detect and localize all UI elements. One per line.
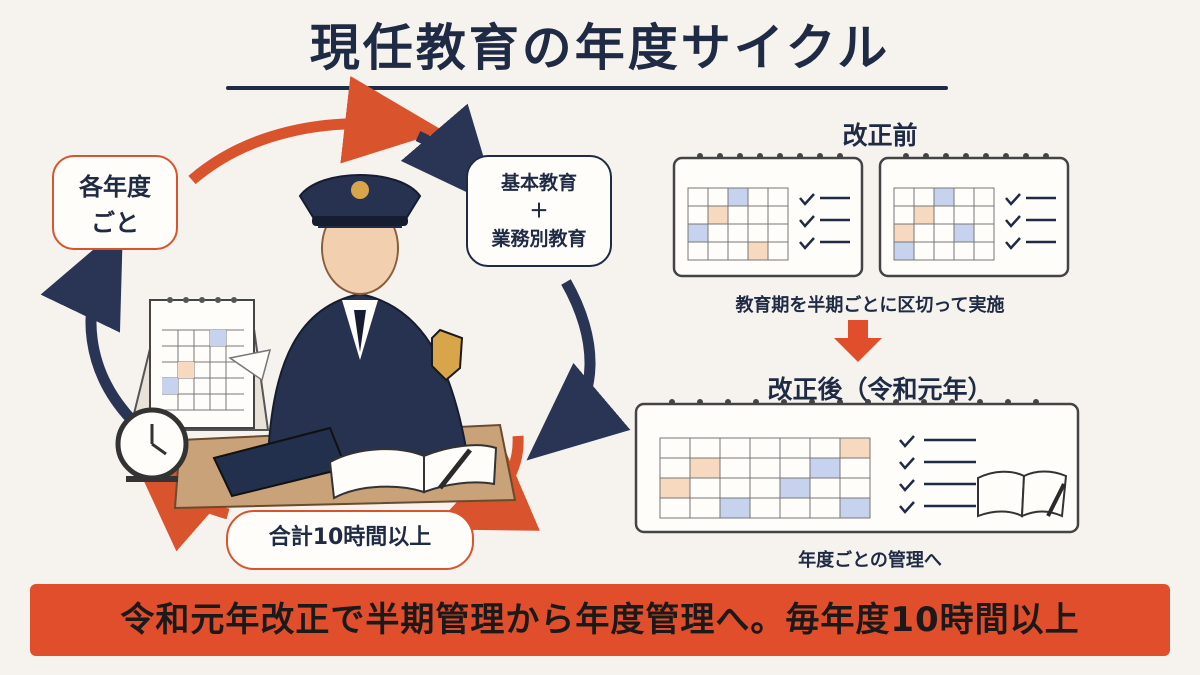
book-open-icon	[328, 444, 498, 500]
bubble-basic-line-2: 業務別教育	[491, 228, 587, 250]
cycle-arrow-left	[40, 224, 135, 422]
down-arrow-icon	[834, 320, 882, 362]
bubble-each-year-line-2: ごと	[91, 209, 139, 237]
after-calendar	[634, 399, 1080, 534]
bubble-basic-line-1: 基本教育	[500, 172, 577, 194]
bubble-each-year-line-1: 各年度	[79, 173, 151, 201]
before-calendar-2	[878, 153, 1070, 278]
clock-icon	[115, 407, 189, 482]
before-revision-label: 改正前	[842, 121, 918, 150]
cycle-arrow-top-right	[400, 103, 499, 208]
title-underline	[226, 86, 948, 90]
after-revision-caption: 年度ごとの管理へ	[798, 550, 942, 571]
bubble-basic-education: 基本教育 ＋ 業務別教育	[466, 155, 612, 267]
before-revision-caption: 教育期を半期ごとに区切って実施	[735, 295, 1005, 316]
open-book-icon	[977, 470, 1068, 518]
cycle-arrow-right	[526, 279, 631, 461]
desk-calendar-icon	[128, 297, 270, 431]
summary-banner: 令和元年改正で半期管理から年度管理へ。毎年度10時間以上	[30, 584, 1170, 656]
cycle-arrow-top	[188, 76, 444, 185]
bubble-total-hours: 合計10時間以上	[226, 510, 474, 570]
bubble-each-year: 各年度 ごと	[52, 155, 178, 250]
before-calendar-1	[672, 153, 864, 278]
bubble-basic-plus: ＋	[529, 200, 549, 222]
page-title: 現任教育の年度サイクル	[309, 19, 891, 77]
police-officer-illustration	[228, 174, 470, 461]
after-revision-label: 改正後（令和元年）	[767, 375, 993, 404]
